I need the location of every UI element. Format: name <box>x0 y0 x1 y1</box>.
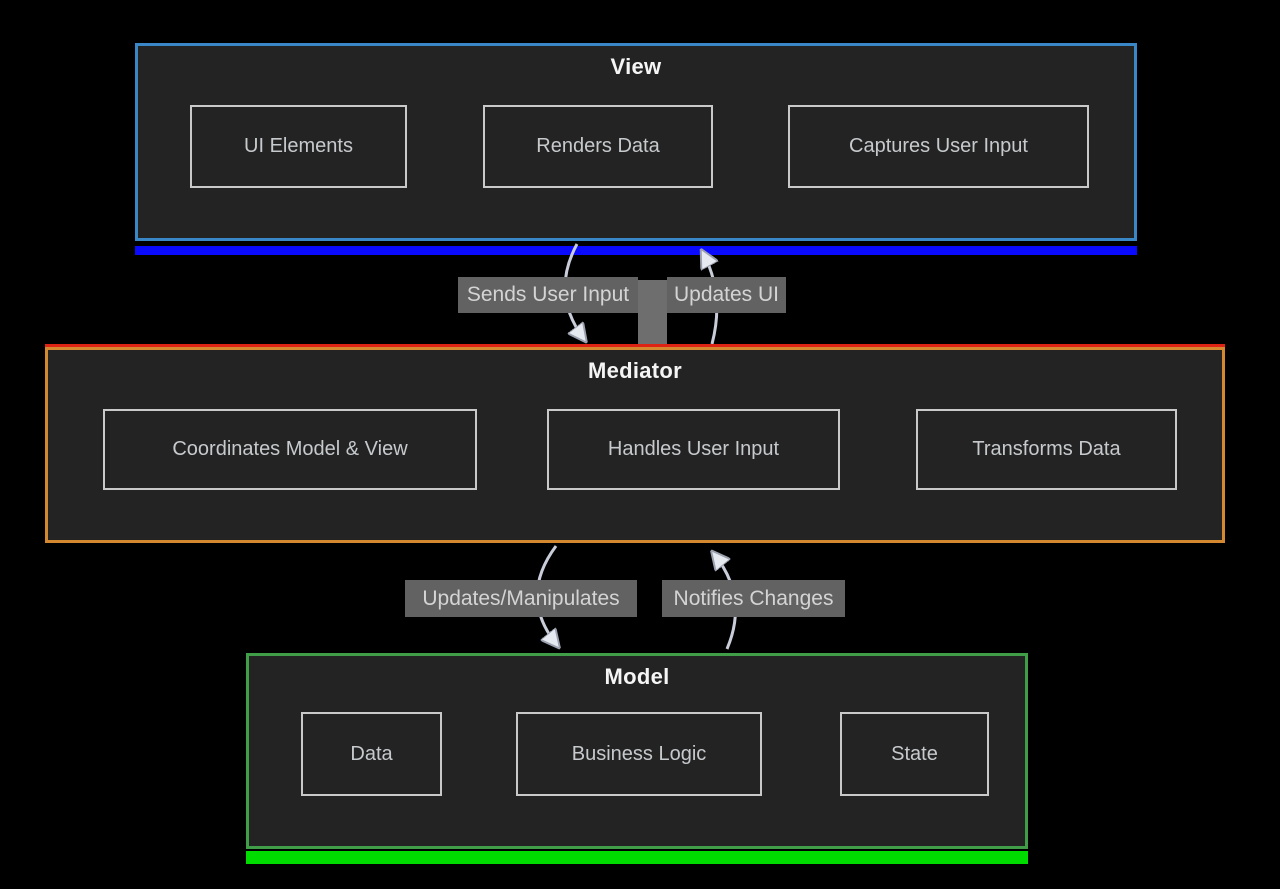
arrow-label-updates-manipulates: Updates/Manipulates <box>405 580 637 617</box>
view-container: View UI Elements Renders Data Captures U… <box>135 43 1137 241</box>
model-accent-bar <box>246 851 1028 864</box>
arrow-label-sends-user-input: Sends User Input <box>458 277 638 313</box>
mediator-container: Mediator Coordinates Model & View Handle… <box>45 347 1225 543</box>
mediator-box-transforms-data: Transforms Data <box>916 409 1177 490</box>
view-box-renders-data: Renders Data <box>483 105 713 188</box>
model-box-data: Data <box>301 712 442 796</box>
arrow-label-notifies-changes: Notifies Changes <box>662 580 845 617</box>
view-accent-bar <box>135 246 1137 255</box>
model-title: Model <box>604 664 670 689</box>
model-box-state: State <box>840 712 989 796</box>
model-container: Model Data Business Logic State <box>246 653 1028 849</box>
mediator-box-coordinates-model-view: Coordinates Model & View <box>103 409 477 490</box>
view-box-captures-user-input: Captures User Input <box>788 105 1089 188</box>
view-box-ui-elements: UI Elements <box>190 105 407 188</box>
arrow-label-updates-ui: Updates UI <box>667 277 786 313</box>
view-mediator-connector-bar <box>638 280 667 347</box>
mediator-red-accent-line <box>45 344 1225 347</box>
model-box-business-logic: Business Logic <box>516 712 762 796</box>
mediator-title: Mediator <box>587 358 683 383</box>
view-title: View <box>610 54 662 79</box>
mediator-box-handles-user-input: Handles User Input <box>547 409 840 490</box>
